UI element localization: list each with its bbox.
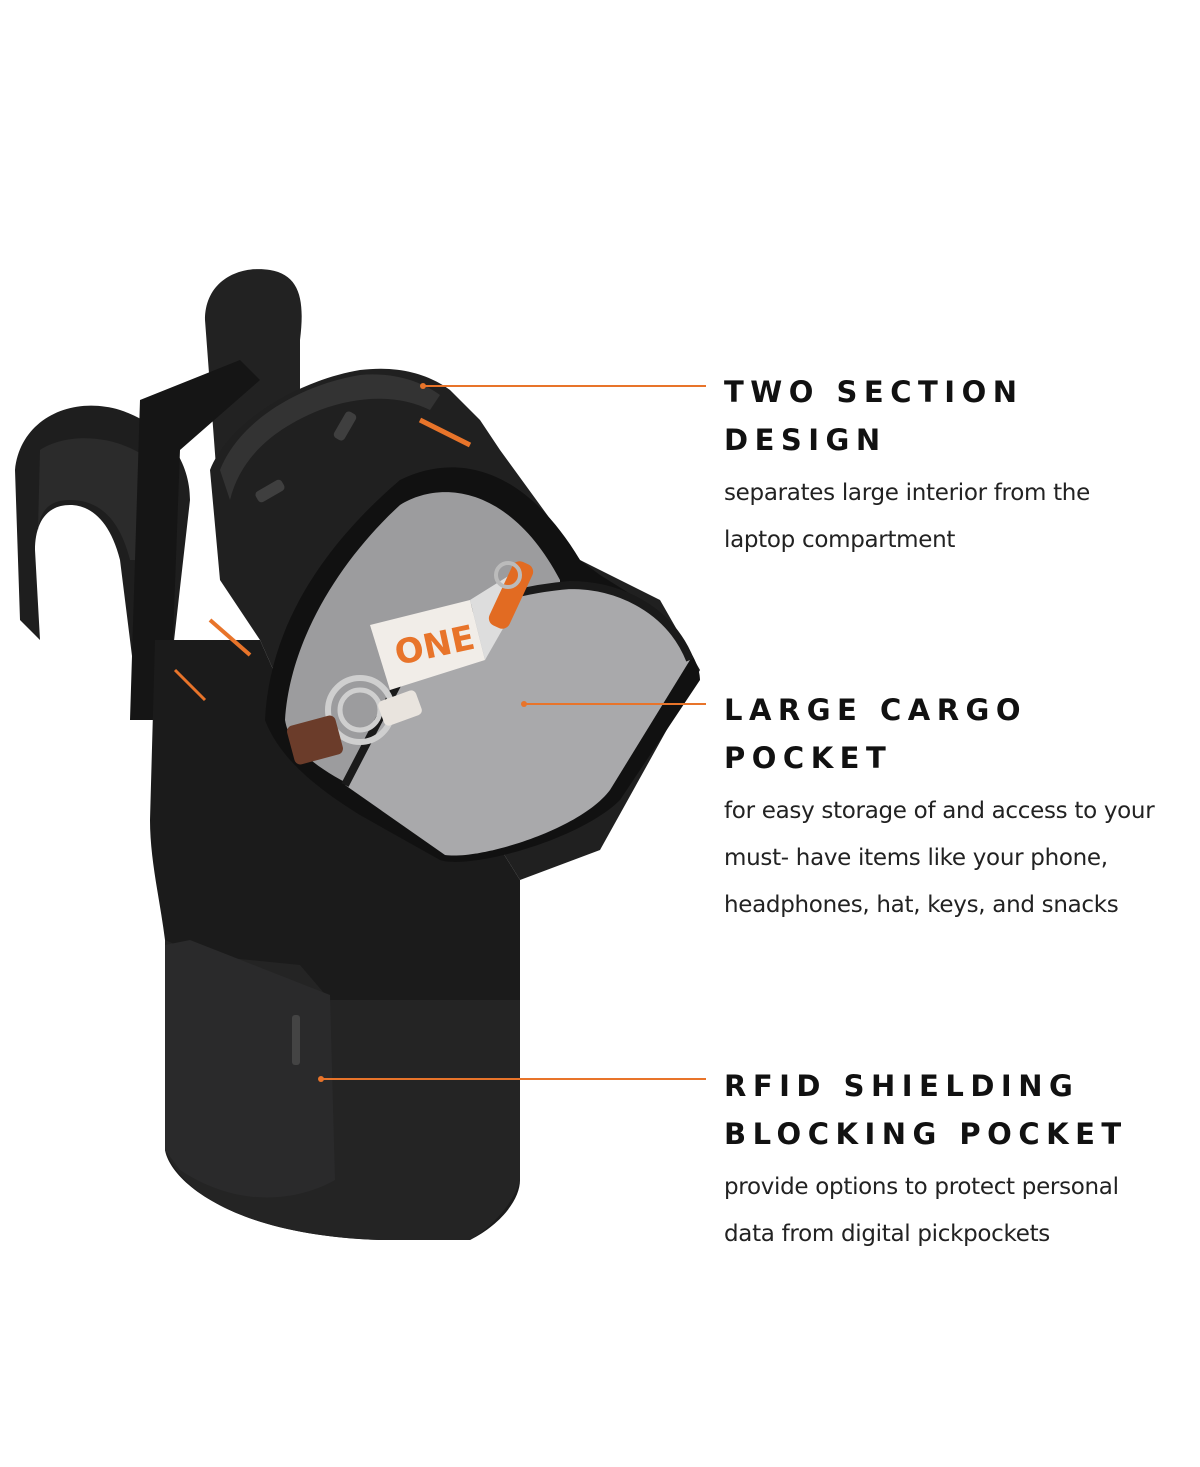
- feature-description: separates large interior from the laptop…: [724, 480, 1090, 553]
- feature-title: LARGE CARGO POCKET: [724, 693, 1027, 775]
- callout-line-cargo-pocket: [525, 703, 706, 705]
- feature-rfid-pocket: RFID SHIELDING BLOCKING POCKET provide o…: [724, 1062, 1194, 1258]
- feature-two-section-design: TWO SECTION DESIGN separates large inter…: [724, 368, 1194, 564]
- callout-dot-rfid-pocket: [318, 1076, 324, 1082]
- callout-line-rfid-pocket: [322, 1078, 706, 1080]
- callout-dot-cargo-pocket: [521, 701, 527, 707]
- rfid-pocket: [165, 940, 335, 1198]
- feature-large-cargo-pocket: LARGE CARGO POCKET for easy storage of a…: [724, 686, 1194, 929]
- callout-dot-two-section: [420, 383, 426, 389]
- feature-title: RFID SHIELDING BLOCKING POCKET: [724, 1069, 1128, 1151]
- feature-description: provide options to protect personal data…: [724, 1174, 1119, 1247]
- snack-bar: [370, 600, 485, 690]
- feature-title: TWO SECTION DESIGN: [724, 375, 1024, 457]
- back-panel: [130, 360, 260, 720]
- callout-line-two-section: [424, 385, 706, 387]
- feature-description: for easy storage of and access to your m…: [724, 798, 1155, 918]
